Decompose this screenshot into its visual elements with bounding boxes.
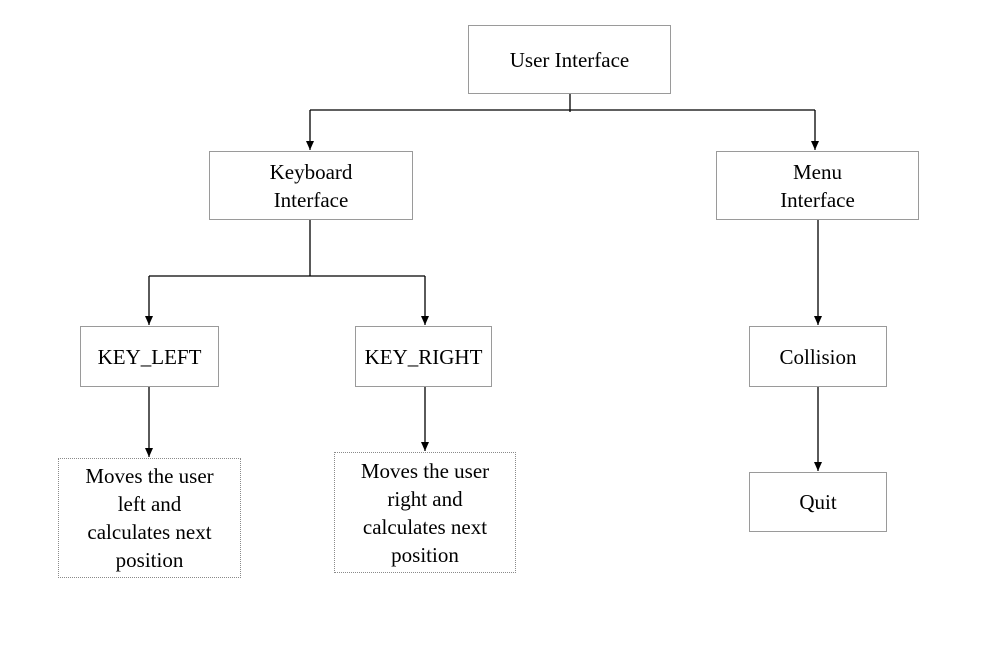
node-key-left-description: Moves the user left and calculates next …	[58, 458, 241, 578]
node-key-right-description: Moves the user right and calculates next…	[334, 452, 516, 573]
node-keyboard-interface: Keyboard Interface	[209, 151, 413, 220]
node-quit: Quit	[749, 472, 887, 532]
node-collision: Collision	[749, 326, 887, 387]
node-menu-interface: Menu Interface	[716, 151, 919, 220]
node-key-left: KEY_LEFT	[80, 326, 219, 387]
node-user-interface: User Interface	[468, 25, 671, 94]
node-key-right: KEY_RIGHT	[355, 326, 492, 387]
